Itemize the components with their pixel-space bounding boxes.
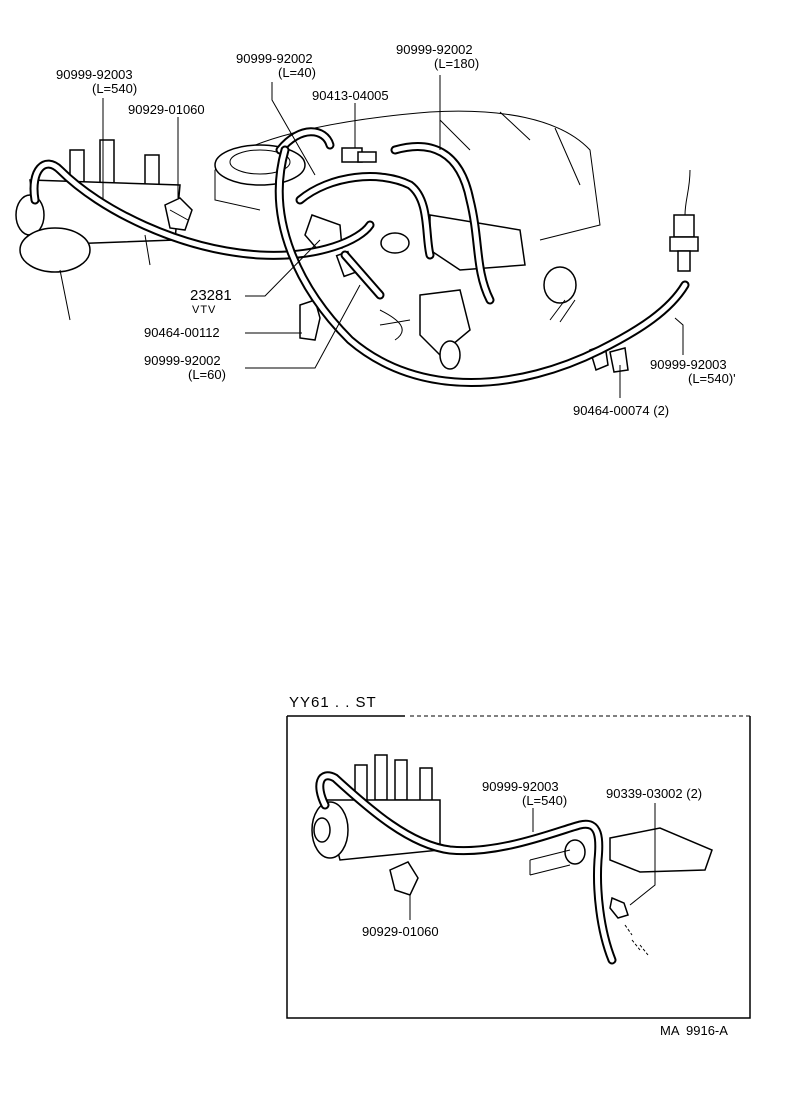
inset-plug-part: [609, 896, 649, 956]
label-vtv: 23281 VTV: [190, 287, 232, 317]
figure-code: MA 9916-A: [660, 1023, 728, 1038]
label-hose-short: 90999-92002 (L=40): [236, 52, 316, 80]
label-hose-mid: 90999-92002 (L=60): [144, 354, 226, 382]
inset-title: YY61 . . ST: [289, 694, 377, 711]
label-inset-clamp: 90929-01060: [362, 925, 439, 939]
vtv-valve: [304, 214, 357, 278]
label-connector: 90413-04005: [312, 89, 389, 103]
sensor-part: [669, 169, 699, 272]
label-inset-hose: 90999-92003 (L=540): [482, 780, 567, 808]
part-number: 90999-92003: [56, 67, 133, 82]
air-cleaner-cap: [214, 144, 306, 186]
inset-clamp-part: [389, 861, 419, 896]
inset-hose-line: [315, 771, 617, 965]
part-subname: VTV: [192, 304, 217, 316]
part-number: 90339-03002 (2): [606, 786, 703, 801]
part-number: 90999-92003: [482, 779, 559, 794]
part-number: 90999-92002: [144, 353, 221, 368]
part-number: 90999-92002: [396, 42, 473, 57]
part-length: (L=60): [188, 367, 226, 382]
part-length: (L=40): [278, 65, 316, 80]
part-number: 90999-92002: [236, 51, 313, 66]
label-clip: 90464-00112: [144, 326, 220, 340]
label-hose-long: 90999-92002 (L=180): [396, 43, 479, 71]
part-length: (L=540): [522, 793, 568, 808]
inset-box: [286, 715, 751, 1019]
connector-part: [341, 147, 377, 163]
label-hose-left: 90999-92003 (L=540): [56, 68, 137, 96]
clamp-left-part: [164, 197, 193, 231]
part-number: 90464-00074 (2): [573, 403, 670, 418]
inset-distributor: [311, 754, 441, 861]
part-number: 90929-01060: [128, 102, 205, 117]
part-number: 90464-00112: [144, 325, 220, 340]
part-number: 90999-92003: [650, 357, 727, 372]
part-number: 23281: [190, 287, 232, 304]
part-length: (L=540): [92, 81, 138, 96]
part-number: 90413-04005: [312, 88, 389, 103]
label-hose-right: 90999-92003 (L=540)': [650, 358, 736, 386]
label-inset-plug: 90339-03002 (2): [606, 787, 702, 801]
label-clamp-right: 90464-00074 (2): [573, 404, 669, 418]
part-length: (L=180): [434, 56, 480, 71]
label-clamp-left: 90929-01060: [128, 103, 205, 117]
part-length: (L=540)': [688, 371, 736, 386]
inset-carburetor: [529, 827, 713, 876]
hose-lines: [29, 127, 690, 387]
leader-lines: [102, 75, 684, 398]
engine-illustration: [15, 110, 699, 387]
part-number: 90929-01060: [362, 924, 439, 939]
